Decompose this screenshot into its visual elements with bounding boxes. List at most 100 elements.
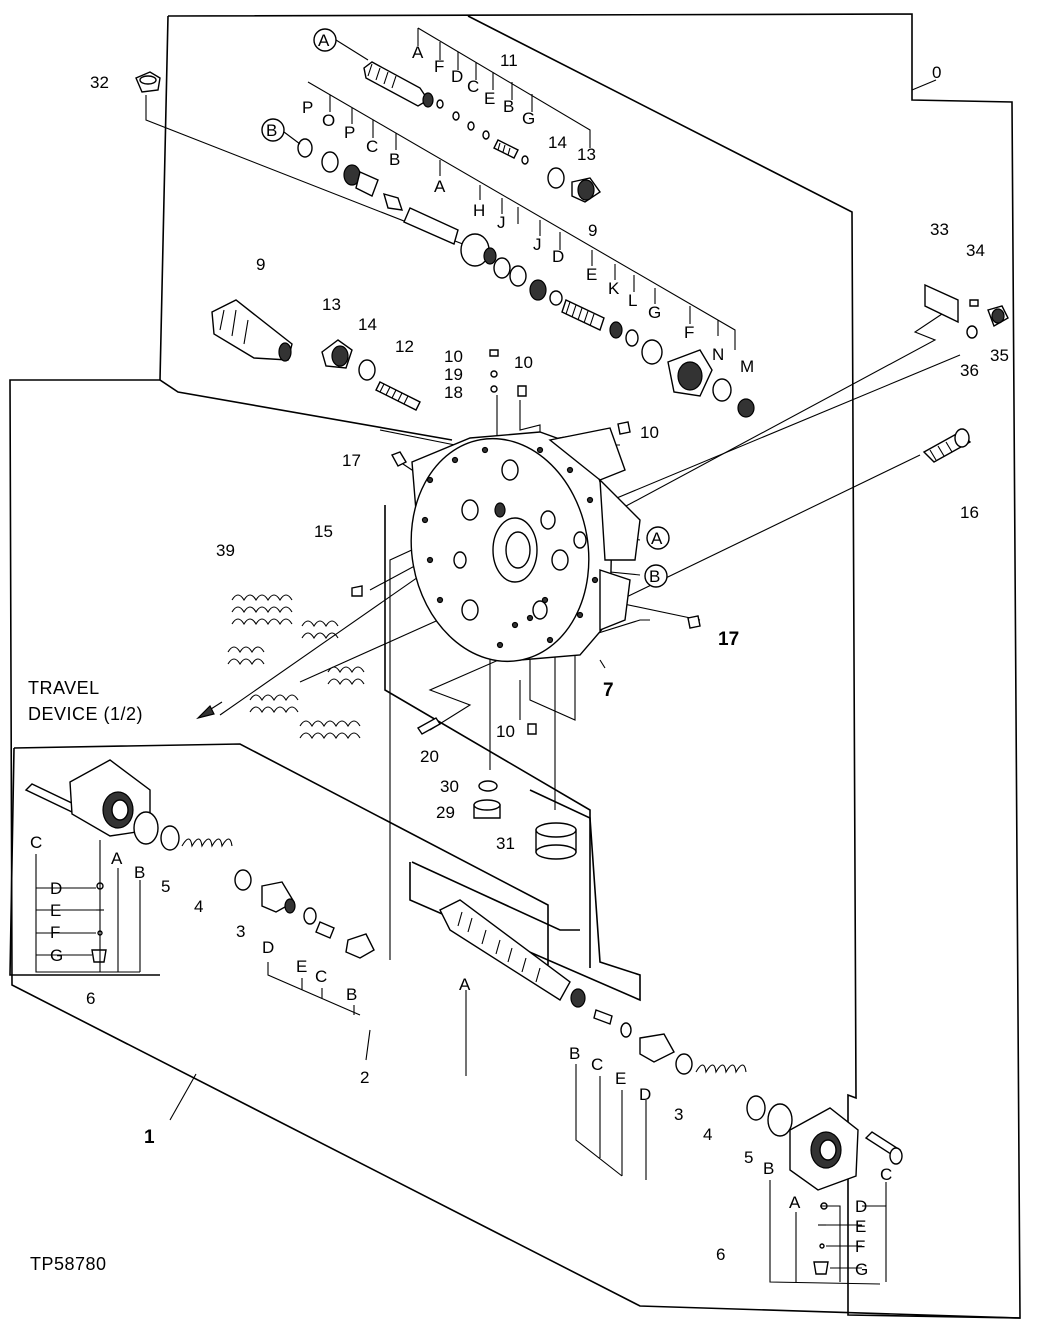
left-cover-parts	[24, 759, 375, 963]
callout-34: 34	[966, 241, 985, 260]
letter-ls-2: C	[315, 967, 327, 986]
callout-20: 20	[420, 747, 439, 766]
letter-top-1: F	[434, 57, 444, 76]
callout-10-b: 10	[514, 353, 533, 372]
letter-top-2: D	[451, 67, 463, 86]
letter-mid-10: E	[586, 265, 597, 284]
callout-10-d: 10	[496, 722, 515, 741]
callout-6-right: 6	[716, 1245, 725, 1264]
callout-17-left: 17	[342, 451, 361, 470]
callout-29: 29	[436, 803, 455, 822]
letter-ls-0: D	[262, 938, 274, 957]
spool-frame	[384, 505, 641, 1002]
callout-13-left: 13	[322, 295, 341, 314]
callout-4-left: 4	[194, 897, 203, 916]
letter-lc-6: B	[134, 863, 145, 882]
letter-rs-2: E	[615, 1069, 626, 1088]
letter-rs-3: D	[639, 1085, 651, 1104]
plug-parts	[473, 780, 577, 860]
callout-3-right: 3	[674, 1105, 683, 1124]
letter-rc-2: C	[880, 1165, 892, 1184]
letter-ls-3: B	[346, 985, 357, 1004]
letter-mid-6: H	[473, 201, 485, 220]
letter-mid-13: G	[648, 303, 661, 322]
assembly-outline	[9, 13, 1021, 1319]
letters-right-cover: B A C D E F G	[763, 1159, 892, 1279]
letter-top-5: B	[503, 97, 514, 116]
circled-b-flange: B	[649, 567, 660, 586]
callout-3-left: 3	[236, 922, 245, 941]
cover-frame-left	[9, 743, 549, 976]
callout-30: 30	[440, 777, 459, 796]
callout-5-left: 5	[161, 877, 170, 896]
callout-6-left: 6	[86, 989, 95, 1008]
title-line-1: TRAVEL	[28, 678, 100, 698]
letters-left-spool: D E C B A	[262, 938, 471, 1004]
letter-ls-1: E	[296, 957, 307, 976]
letter-top-6: G	[522, 109, 535, 128]
relief-valve-parts	[211, 299, 421, 411]
callout-14-top: 14	[548, 133, 567, 152]
callout-9-left: 9	[256, 255, 265, 274]
drawing-id: TP58780	[30, 1254, 107, 1274]
center-spool	[439, 899, 793, 1137]
letter-rc-4: E	[855, 1217, 866, 1236]
letter-mid-7: J	[497, 213, 506, 232]
circled-markers: A B A B	[261, 28, 670, 588]
letter-top-4: E	[484, 89, 495, 108]
letter-mid-15: N	[712, 345, 724, 364]
letter-rc-5: F	[855, 1237, 865, 1256]
number-callouts: 0 1 2 3 3 4 4 5 5 6 6 7 9 9 10 10 10 10 …	[86, 51, 1009, 1264]
letter-mid-11: K	[608, 279, 620, 298]
title-line-2: DEVICE (1/2)	[28, 704, 143, 724]
letter-mid-3: C	[366, 137, 378, 156]
callout-10-a: 10	[444, 347, 463, 366]
callout-13-top: 13	[577, 145, 596, 164]
spring-set	[227, 594, 365, 740]
letters-right-spool: B C E D	[569, 1044, 651, 1104]
callout-0: 0	[932, 63, 941, 82]
callout-10-c: 10	[640, 423, 659, 442]
letter-mid-2: P	[344, 123, 355, 142]
letter-ls-4: A	[459, 975, 471, 994]
lower-brackets	[35, 840, 887, 1285]
letter-top-0: A	[412, 43, 424, 62]
callout-5-right: 5	[744, 1148, 753, 1167]
callout-9-right: 9	[588, 221, 597, 240]
letter-lc-5: A	[111, 849, 123, 868]
callout-31: 31	[496, 834, 515, 853]
letter-lc-4: G	[50, 946, 63, 965]
letter-mid-8: J	[533, 235, 542, 254]
middle-spool-parts	[297, 138, 755, 418]
letter-mid-12: L	[628, 291, 637, 310]
flange-body	[410, 427, 641, 663]
callout-39: 39	[216, 541, 235, 560]
circled-b-top: B	[266, 121, 277, 140]
callout-19: 19	[444, 365, 463, 384]
right-small-parts	[922, 283, 1009, 463]
letter-lc-2: E	[50, 901, 61, 920]
callout-12: 12	[395, 337, 414, 356]
letter-lc-0: C	[30, 833, 42, 852]
letter-lc-1: D	[50, 879, 62, 898]
callout-35: 35	[990, 346, 1009, 365]
circled-a-flange: A	[651, 529, 663, 548]
callout-1: 1	[144, 1127, 155, 1148]
letter-mid-9: D	[552, 247, 564, 266]
callout-14-left: 14	[358, 315, 377, 334]
letters-left-cover: C D E F G A B	[30, 833, 145, 965]
letter-rc-6: G	[855, 1260, 868, 1279]
letter-rc-0: B	[763, 1159, 774, 1178]
letter-mid-5: A	[434, 177, 446, 196]
letters-middle-row: P O P C B A H J J D E K L G F N M	[302, 98, 754, 376]
callout-15: 15	[314, 522, 333, 541]
letter-rs-1: C	[591, 1055, 603, 1074]
callout-33: 33	[930, 220, 949, 239]
top-bracket	[307, 27, 736, 350]
circled-a-top: A	[318, 31, 330, 50]
right-cover-parts	[789, 1107, 903, 1275]
letter-mid-16: M	[740, 357, 754, 376]
callout-36: 36	[960, 361, 979, 380]
callout-2: 2	[360, 1068, 369, 1087]
